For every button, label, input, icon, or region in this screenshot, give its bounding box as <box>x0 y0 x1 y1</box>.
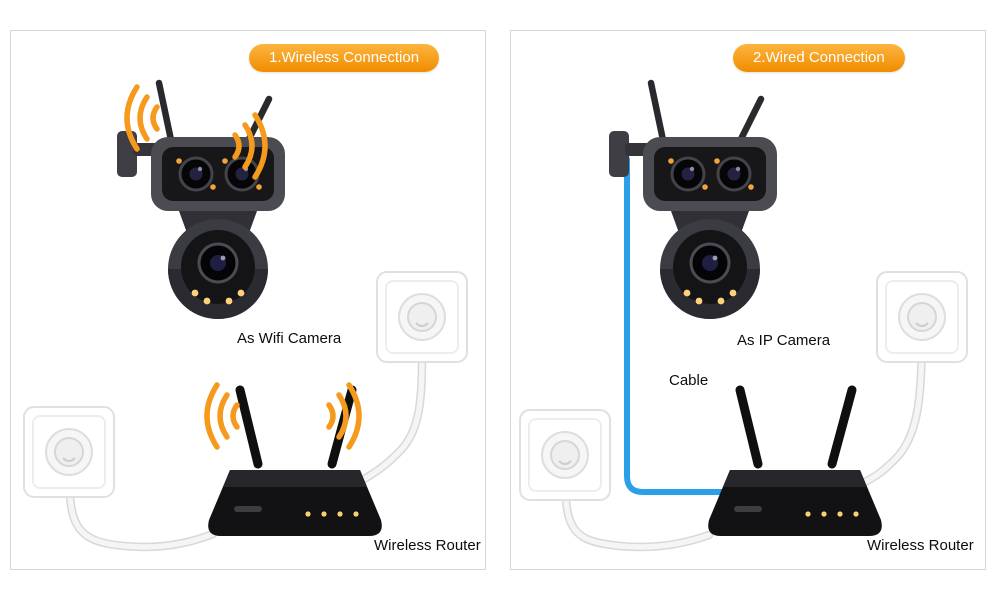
section-badge: 1.Wireless Connection <box>249 44 440 72</box>
section-badge: 2.Wired Connection <box>733 44 905 72</box>
wireless-scene <box>23 31 468 552</box>
wall-outlet <box>519 409 611 501</box>
security-camera <box>609 83 777 319</box>
ethernet-cable <box>624 156 726 495</box>
power-cable <box>858 322 927 488</box>
cable-label: Cable <box>669 372 709 389</box>
power-cable <box>356 322 427 486</box>
wireless-router <box>708 390 882 536</box>
wifi-signal-icon <box>329 385 359 447</box>
wired-scene <box>519 31 968 552</box>
power-cable <box>64 456 218 552</box>
router-label: Wireless Router <box>374 537 481 554</box>
router-label: Wireless Router <box>867 537 974 554</box>
wireless-connection-panel: 1.Wireless Connection As Wifi Camera Wir… <box>10 30 486 570</box>
wifi-signal-icon <box>207 385 237 447</box>
wall-outlet <box>876 271 968 363</box>
power-cable <box>560 460 714 552</box>
wifi-signal-icon <box>127 87 157 149</box>
camera-mode-label: As Wifi Camera <box>237 330 342 347</box>
wall-outlet <box>23 406 115 498</box>
camera-mode-label: As IP Camera <box>737 332 831 349</box>
wired-connection-panel: 2.Wired Connection As IP Camera Cable Wi… <box>510 30 986 570</box>
wall-outlet <box>376 271 468 363</box>
